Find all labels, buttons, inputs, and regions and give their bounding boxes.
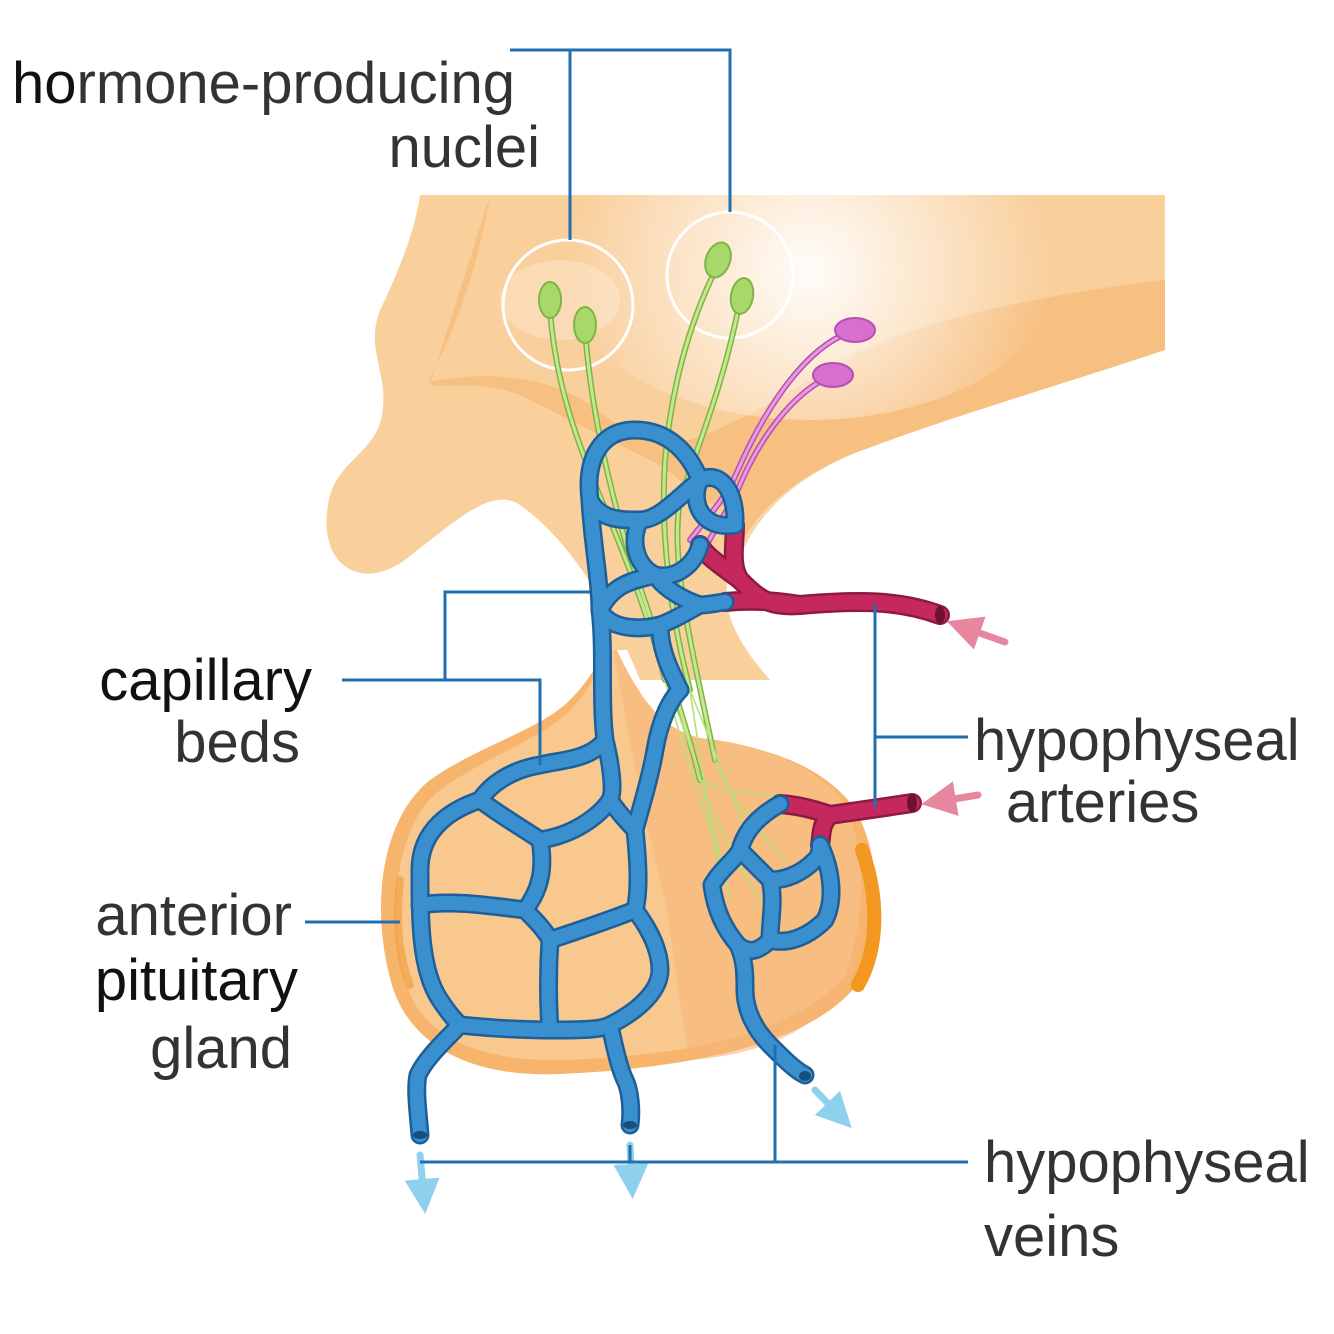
nucleus-circle-left bbox=[501, 238, 635, 372]
artery-inflow-arrow-lower bbox=[921, 781, 982, 816]
label-beds: beds bbox=[174, 710, 300, 775]
label-anterior: anterior bbox=[95, 883, 292, 948]
label-hormone-producing-prefix: ho bbox=[12, 51, 77, 116]
label-gland: gland bbox=[150, 1016, 292, 1081]
label-capillary: capillary bbox=[99, 648, 312, 713]
label-veins-line1: hypophyseal bbox=[984, 1130, 1310, 1195]
leader-arteries bbox=[873, 605, 968, 808]
leader-nuclei bbox=[510, 48, 732, 240]
label-veins-line2: veins bbox=[984, 1204, 1119, 1269]
artery-inflow-arrow-upper bbox=[946, 616, 1009, 650]
label-arteries-line2: arteries bbox=[1006, 770, 1199, 835]
label-hormone-producing-rest: rmone-producing bbox=[77, 51, 515, 116]
labels: hormone-producing nuclei capillary beds … bbox=[12, 51, 1310, 1269]
leader-capillary bbox=[342, 590, 590, 765]
leader-veins bbox=[420, 1045, 968, 1164]
label-pituitary: pituitary bbox=[95, 948, 298, 1013]
label-nuclei: nuclei bbox=[388, 115, 540, 180]
capillary-network bbox=[407, 420, 841, 1145]
label-hormone-producing: hormone-producing bbox=[12, 51, 515, 116]
vein-outflow-arrow-right bbox=[811, 1086, 852, 1129]
label-arteries-line1: hypophyseal bbox=[974, 708, 1300, 773]
leader-lines bbox=[305, 48, 968, 1164]
